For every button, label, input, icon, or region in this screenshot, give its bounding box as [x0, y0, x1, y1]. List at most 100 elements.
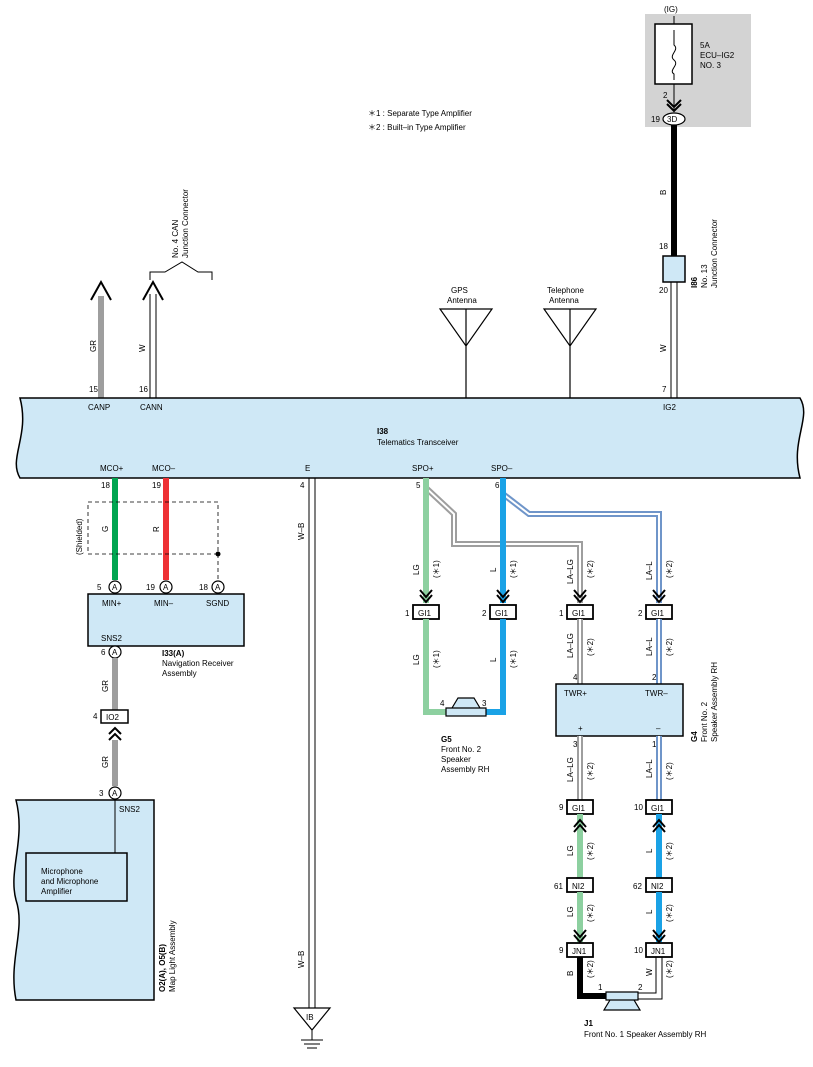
pin-4-e: 4: [300, 481, 305, 490]
g4-box: [555, 683, 684, 737]
pin-18-mco: 18: [101, 481, 110, 490]
g5-name-1: Front No. 2: [441, 745, 482, 754]
nav-receiver-box: [87, 593, 245, 647]
transceiver-pin-mco-n: MCO–: [152, 464, 176, 473]
gi1-pin-9: 9: [559, 803, 564, 812]
j1-pin-1: 1: [598, 983, 603, 992]
nav-min-n: MIN–: [154, 599, 174, 608]
la-l-chevron: [652, 589, 666, 604]
ni2-pin-62: 62: [633, 882, 642, 891]
pin-16: 16: [139, 385, 148, 394]
fuse-pin-2: 2: [663, 91, 668, 100]
transceiver-pin-ig2: IG2: [663, 403, 676, 412]
can-name-2: Junction Connector: [181, 189, 190, 258]
wire-w-j1-label: W: [645, 968, 654, 976]
fuse-rating: 5A: [700, 41, 710, 50]
g4-pin-2: 2: [652, 673, 657, 682]
note-2: ＊2 : Built–in Type Amplifier: [368, 123, 466, 132]
jn1-pin-9: 9: [559, 946, 564, 955]
fuse-element: [671, 30, 677, 80]
wire-la-l-tag-1: (＊2): [665, 560, 674, 578]
fuse-name: ECU–IG2: [700, 51, 735, 60]
pin-5-spo: 5: [416, 481, 421, 490]
la-lg-chevron: [573, 589, 587, 604]
wire-lg-label-3: LG: [566, 845, 575, 856]
g4-plus: +: [578, 724, 583, 733]
gi1-pin-10: 10: [634, 803, 643, 812]
wire-w-j1-tag: (＊2): [665, 960, 674, 978]
wire-l-label-4: L: [645, 909, 654, 914]
tel-label-1: Telephone: [547, 286, 584, 295]
wire-lg-label-4: LG: [566, 906, 575, 917]
g4-name-1: Front No. 2: [700, 701, 709, 742]
wire-lg-tag-3: (＊2): [586, 842, 595, 860]
map-conn-a-label: A: [112, 789, 118, 798]
note-1: ＊1 : Separate Type Amplifier: [368, 109, 472, 118]
gi1-conn-a-label: GI1: [418, 609, 431, 618]
wire-b-j1-label: B: [566, 971, 575, 976]
wire-la-lg-label-3: LA–LG: [566, 757, 575, 782]
nav-name-2: Assembly: [162, 669, 197, 678]
gps-label-1: GPS: [451, 286, 468, 295]
transceiver-pin-cann: CANN: [140, 403, 163, 412]
gps-label-2: Antenna: [447, 296, 477, 305]
nav-id: I33(A): [162, 649, 185, 658]
wire-l-tag-3: (＊2): [665, 842, 674, 860]
ground-label: IB: [306, 1013, 314, 1022]
mic-box: [25, 852, 128, 902]
nav-name-1: Navigation Receiver: [162, 659, 234, 668]
gi1-pin-2-b: 2: [482, 609, 487, 618]
nav-sgnd: SGND: [206, 599, 229, 608]
wire-lg-tag-2: (＊1): [432, 650, 441, 668]
canp-arrow: [90, 279, 112, 301]
transceiver-pin-spo-p: SPO+: [412, 464, 434, 473]
nav-pin-18: 18: [199, 583, 208, 592]
nav-pin-5: 5: [97, 583, 102, 592]
g4-name-2: Speaker Assembly RH: [710, 662, 719, 742]
g4-pin-4: 4: [573, 673, 578, 682]
gi1-conn-c-label: GI1: [572, 609, 585, 618]
i86-name-2: Junction Connector: [710, 219, 719, 288]
wire-la-l-label-2: LA–L: [645, 637, 654, 656]
g5-name-3: Assembly RH: [441, 765, 490, 774]
wire-la-lg-tag-3: (＊2): [586, 762, 595, 780]
conn-3d-label: 3D: [667, 115, 677, 124]
nav-conn-a-2: [159, 580, 173, 594]
mic-name-3: Amplifier: [41, 887, 72, 896]
j1-id: J1: [584, 1019, 593, 1028]
shielded-label: (Shielded): [75, 518, 84, 555]
jn1-l-chevron: [652, 929, 666, 944]
wire-l-label-3: L: [645, 848, 654, 853]
i86-name-1: No. 13: [700, 264, 709, 288]
gps-antenna: [438, 308, 494, 398]
mic-name-1: Microphone: [41, 867, 83, 876]
wire-l-tag-4: (＊2): [665, 904, 674, 922]
nav-min-p: MIN+: [102, 599, 122, 608]
map-conn-a: [108, 786, 122, 800]
gi1-pin-1-a: 1: [405, 609, 410, 618]
g4-twr-n: TWR–: [645, 689, 668, 698]
wire-la-l-label-1: LA–L: [645, 561, 654, 580]
i86-pin-20: 20: [659, 286, 668, 295]
gi1-pin-1-c: 1: [559, 609, 564, 618]
shield-box: [87, 501, 219, 555]
gi1-pin-2-d: 2: [638, 609, 643, 618]
wire-gr-sns2-bottom-label: GR: [101, 756, 110, 768]
spo-l-chevron: [496, 589, 510, 604]
wire-l-tag-1: (＊1): [509, 560, 518, 578]
wire-la-l-label-3: LA–L: [645, 759, 654, 778]
transceiver-pin-spo-n: SPO–: [491, 464, 513, 473]
wire-l-g5: [486, 619, 506, 715]
map-name: Map Light Assembly: [168, 920, 177, 992]
map-sns2: SNS2: [119, 805, 140, 814]
ni2-conn-b-label: NI2: [651, 882, 664, 891]
jn1-pin-10: 10: [634, 946, 643, 955]
j1-speaker: [602, 991, 642, 1011]
i86-id: I86: [690, 276, 699, 288]
transceiver-name: Telematics Transceiver: [377, 438, 459, 447]
ig-label: (IG): [664, 5, 678, 14]
wire-la-lg-tag-1: (＊2): [586, 560, 595, 578]
can-brace: [149, 261, 213, 280]
wire-gr-canp-label: GR: [89, 340, 98, 352]
